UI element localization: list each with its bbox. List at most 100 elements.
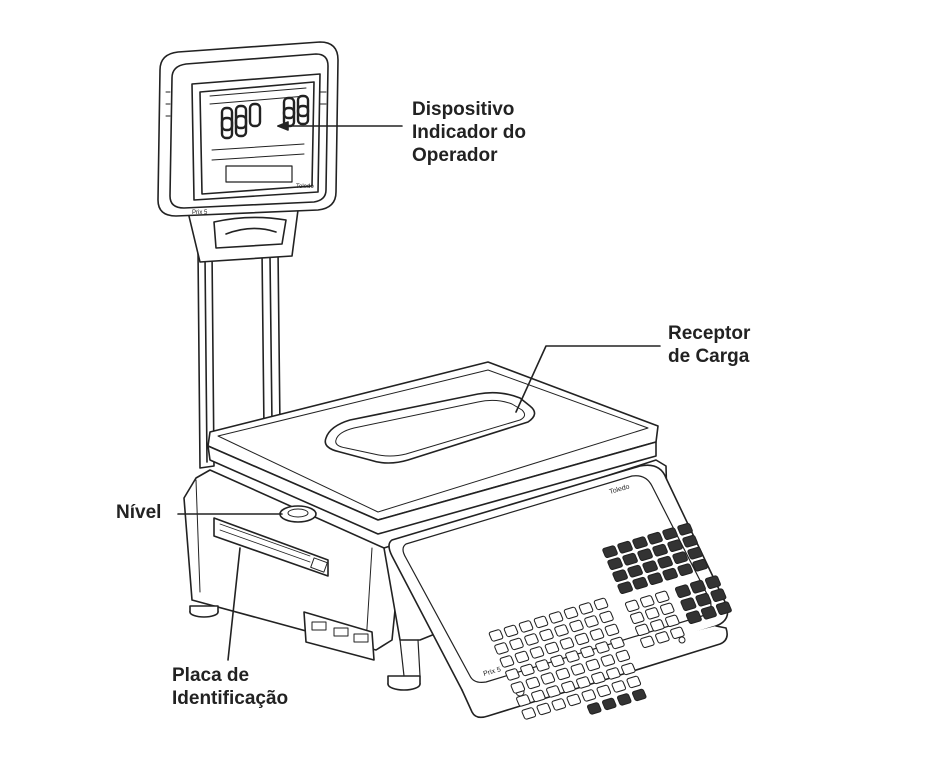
keypad-function-key — [677, 563, 693, 577]
keypad-key — [591, 671, 606, 685]
keypad-key — [626, 675, 642, 689]
keypad-key — [595, 641, 610, 654]
keypad-function-key — [687, 546, 703, 560]
keypad-key — [494, 642, 509, 655]
keypad-key — [581, 689, 597, 702]
keypad-key — [600, 654, 616, 667]
keypad-function-key — [715, 601, 732, 616]
keypad-function-key — [632, 536, 648, 550]
keypad-dark-keys — [602, 522, 708, 595]
keypad-key — [604, 623, 620, 637]
label-line: de Carga — [668, 346, 750, 367]
keypad-function-key — [674, 584, 691, 599]
keypad-function-key — [685, 610, 702, 625]
keypad-key — [509, 637, 524, 651]
keypad-key — [514, 650, 530, 664]
keyboard-panel — [388, 464, 732, 720]
keypad-key — [580, 645, 595, 659]
keypad-function-key — [617, 581, 633, 595]
label-line: Operador — [412, 145, 498, 166]
keypad-key — [574, 632, 590, 646]
keypad-key — [554, 624, 569, 637]
leader-id-plate — [227, 547, 241, 661]
keypad-function-key — [662, 527, 678, 541]
keypad-key — [576, 676, 591, 689]
keypad-key — [536, 702, 552, 716]
keypad-function-key — [602, 545, 618, 559]
keypad-numeric-key — [660, 602, 675, 616]
keypad-function-key — [704, 575, 721, 590]
keypad-key — [565, 650, 580, 663]
keypad-key — [499, 655, 515, 668]
load-receptor-platter — [207, 361, 659, 535]
keypad-key — [615, 649, 631, 663]
keypad-key — [503, 624, 519, 638]
keypad-function-key — [616, 693, 632, 706]
keypad-key — [540, 672, 556, 685]
keypad-numeric-key — [645, 607, 660, 620]
label-line: Receptor — [668, 323, 751, 344]
keypad-key — [550, 654, 565, 668]
keypad-light-keys — [488, 597, 647, 720]
operator-display — [157, 41, 339, 263]
keypad-function-key — [631, 688, 647, 702]
model-mark-display: Prix 5 — [192, 210, 208, 216]
label-level: Nível — [116, 501, 161, 524]
keypad-numeric-keys — [624, 575, 732, 649]
keypad-function-key — [657, 555, 673, 569]
keypad-function-key — [617, 540, 633, 554]
keypad-key — [520, 663, 535, 677]
keypad-function-key — [662, 567, 678, 581]
keypad-function-key — [677, 522, 693, 536]
keypad-key — [488, 629, 504, 642]
keypad-key — [521, 707, 537, 720]
keypad-key — [578, 602, 594, 615]
label-load-receptor: Receptor de Carga — [668, 322, 750, 368]
label-line: Nível — [116, 502, 162, 523]
keypad-key — [611, 680, 627, 693]
keypad-key — [516, 694, 531, 707]
keypad-function-key — [695, 592, 712, 607]
keypad-key — [621, 662, 636, 676]
identification-plate — [213, 517, 329, 577]
keypad-function-key — [680, 597, 697, 612]
keypad-key — [593, 597, 609, 611]
label-line: Dispositivo — [412, 99, 515, 120]
keypad-key — [505, 668, 520, 681]
keypad-key — [535, 659, 550, 672]
keypad-function-key — [622, 552, 638, 566]
keypad-key — [510, 681, 526, 694]
keypad-key — [548, 611, 564, 624]
keypad-numeric-key — [650, 619, 665, 632]
label-id-plate: Placa de Identificação — [172, 664, 288, 710]
label-line: Placa de — [172, 665, 250, 686]
keypad-key — [584, 615, 599, 628]
keypad-key — [533, 615, 549, 629]
keypad-key — [546, 685, 561, 698]
keypad-function-key — [682, 534, 698, 548]
keypad-key — [539, 628, 554, 642]
keypad-numeric-key — [655, 631, 670, 644]
keypad-function-key — [601, 697, 617, 711]
keypad-numeric-key — [624, 599, 640, 613]
keypad-function-key — [667, 539, 683, 553]
keypad-numeric-key — [670, 626, 685, 640]
model-mark-keyboard: Prix 5 — [483, 666, 502, 678]
keypad-function-key — [672, 551, 688, 565]
keypad-key — [531, 689, 546, 703]
keypad-numeric-key — [639, 595, 655, 608]
keypad-function-key — [710, 588, 727, 603]
leader-load-receptor — [515, 345, 661, 413]
label-operator-display: Dispositivo Indicador do Operador — [412, 98, 526, 167]
keypad-key — [551, 698, 567, 711]
keypad-key — [563, 606, 579, 620]
label-line: Indicador do — [412, 122, 526, 143]
keypad-function-key — [692, 558, 708, 572]
keypad-key — [529, 646, 545, 659]
keypad-key — [559, 637, 575, 650]
keypad-function-key — [627, 564, 643, 578]
keypad-function-key — [607, 557, 623, 571]
keypad-key — [589, 628, 605, 641]
